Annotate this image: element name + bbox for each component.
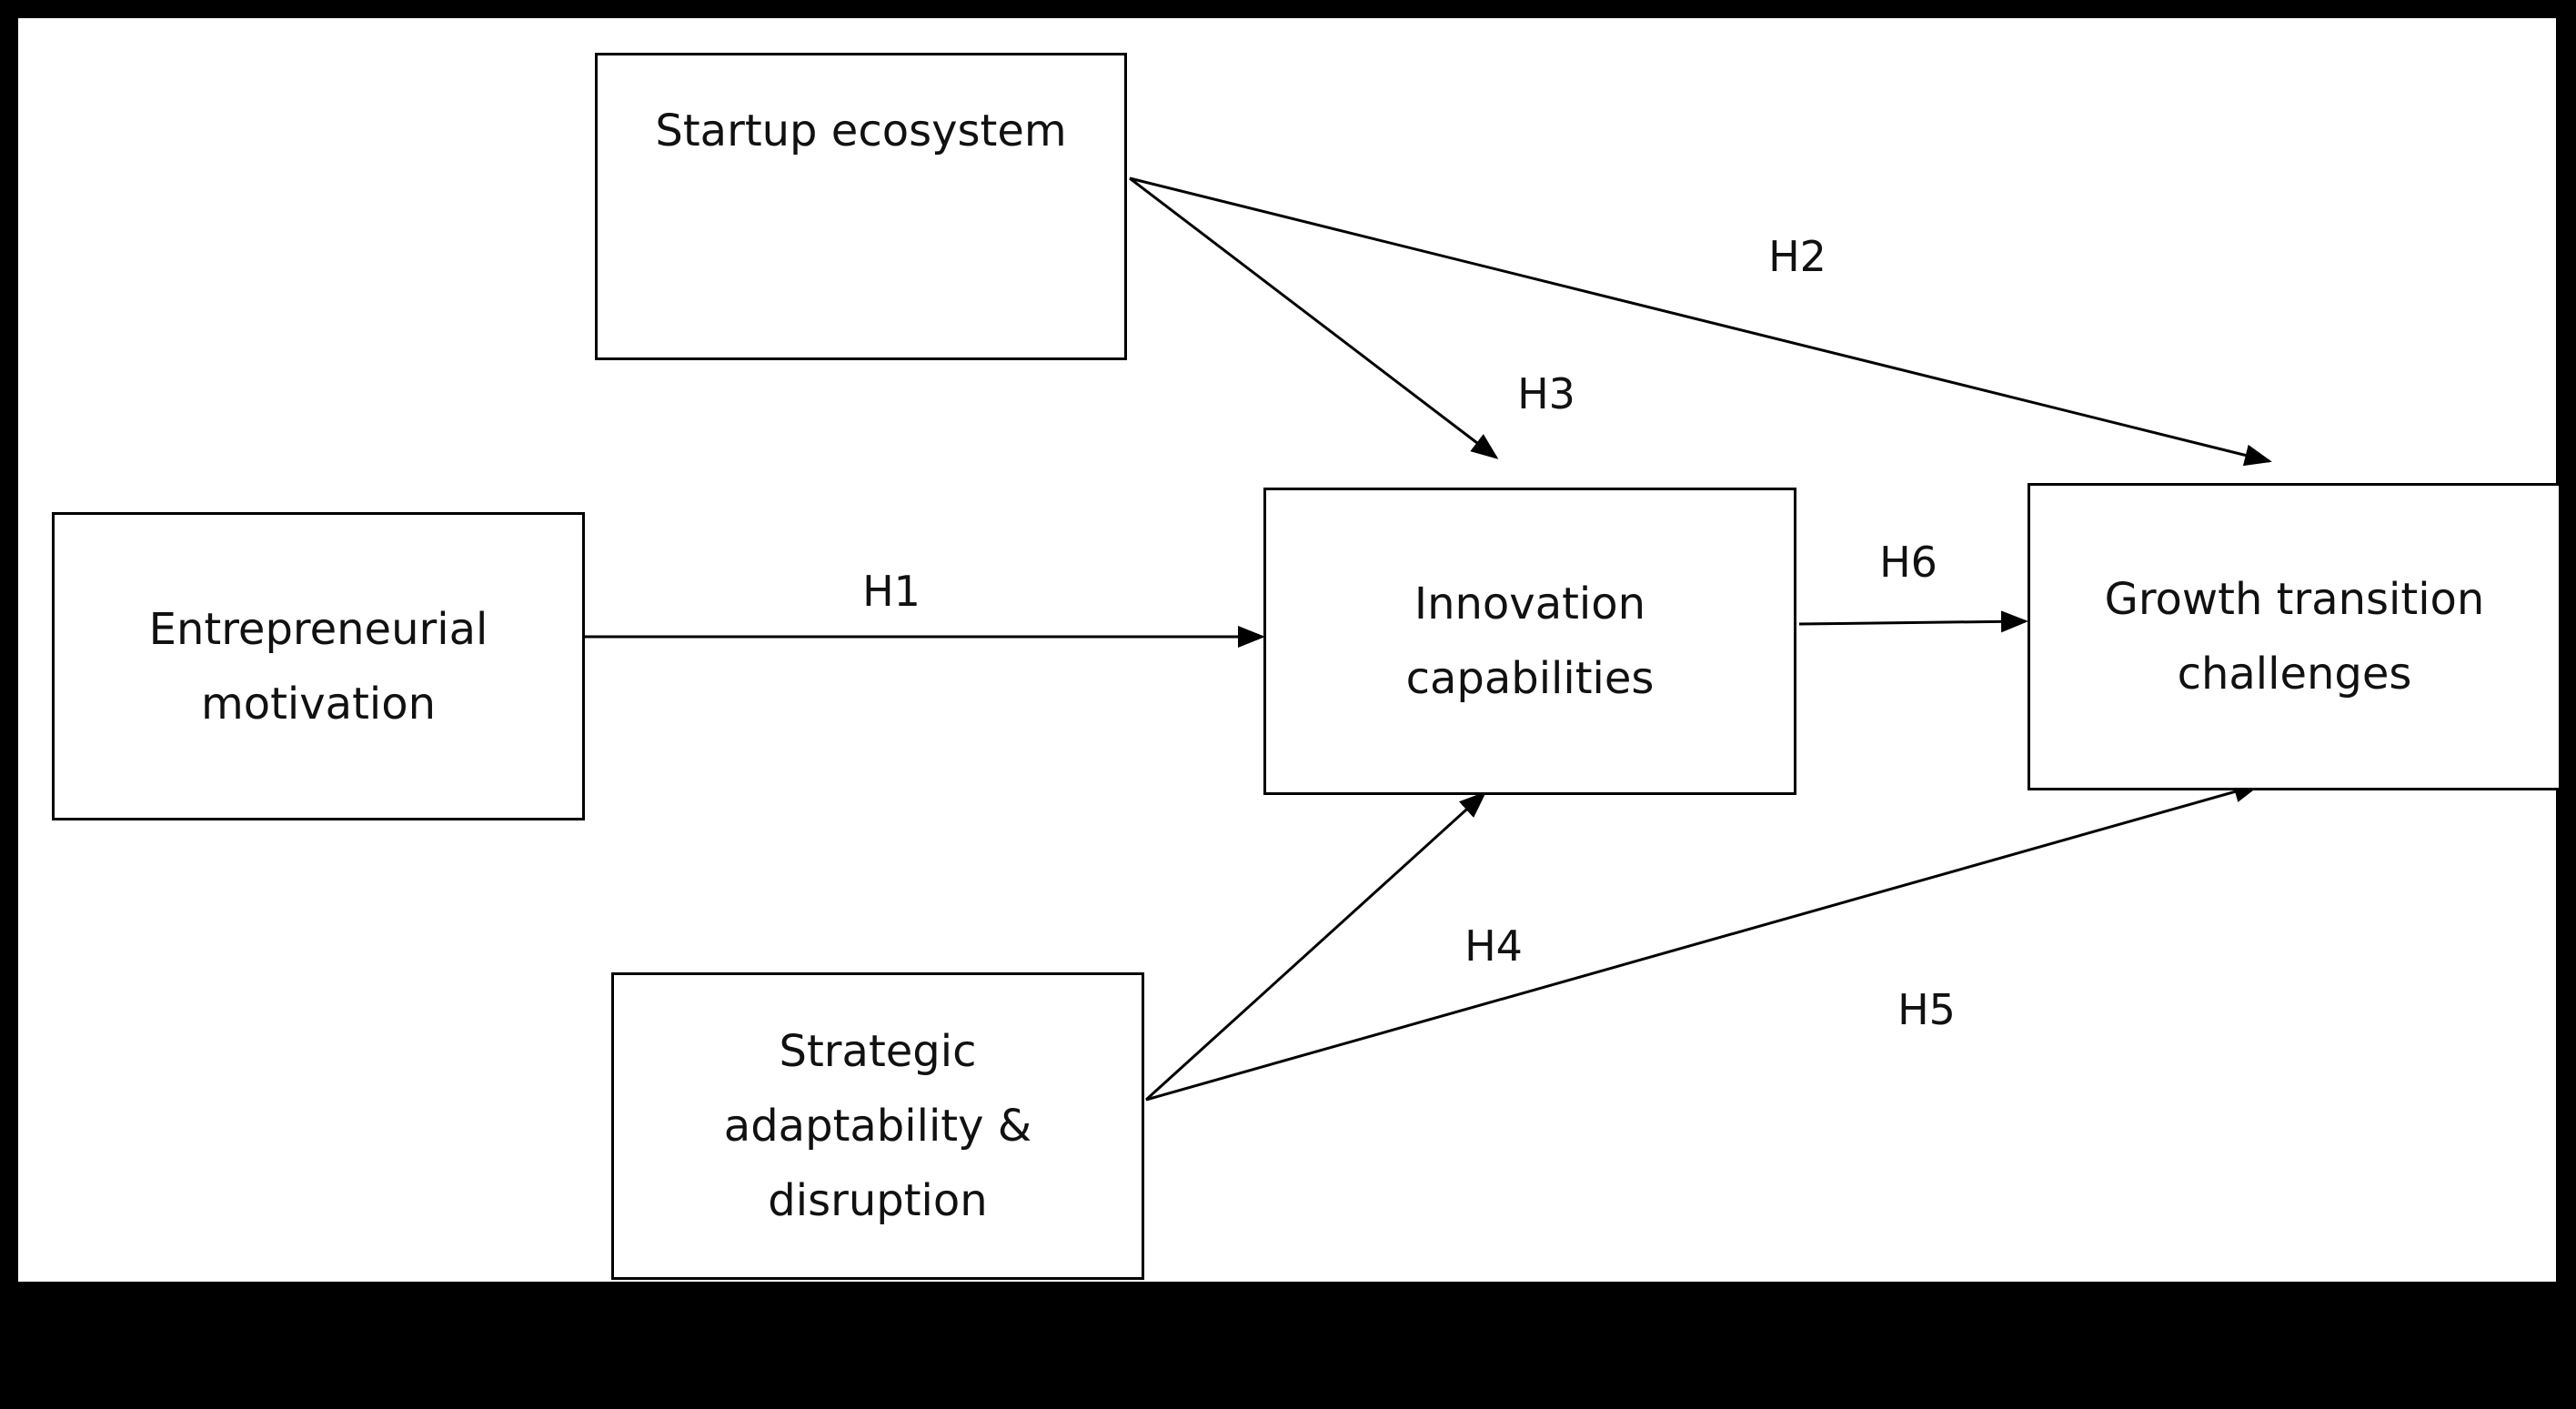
node-label: Entrepreneurial motivation (149, 592, 488, 741)
edge-label-h2: H2 (1768, 232, 1826, 281)
node-label: Growth transition challenges (2105, 562, 2485, 711)
edge-label-h1: H1 (862, 567, 921, 616)
edge-h3-arrow (1129, 176, 1499, 459)
edge-label-h5: H5 (1897, 985, 1956, 1034)
edge-h5-arrow (1145, 780, 2261, 1102)
node-label-line: capabilities (1405, 653, 1655, 704)
node-label-line: disruption (768, 1175, 988, 1226)
node-label: Innovation capabilities (1406, 567, 1655, 716)
node-innovation-capabilities: Innovation capabilities (1263, 488, 1796, 795)
node-startup-ecosystem: Startup ecosystem (595, 53, 1127, 360)
node-label-line: Growth transition (2104, 574, 2485, 625)
node-label-line: challenges (2177, 649, 2412, 699)
edge-label-h3: H3 (1517, 369, 1575, 418)
arrows-layer (585, 176, 2272, 1102)
edge-h4-arrow (1144, 790, 1487, 1102)
node-label-line: motivation (200, 678, 437, 730)
edge-label-h6: H6 (1879, 538, 1937, 587)
node-label-line: Entrepreneurial (148, 603, 488, 655)
node-label-line: Strategic (779, 1026, 977, 1077)
edge-h6-arrow (1798, 610, 2028, 633)
node-label-line: Innovation (1414, 579, 1646, 629)
edge-h2-arrow (1129, 176, 2272, 467)
node-label: Strategic adaptability & disruption (724, 1014, 1031, 1238)
node-growth-transition-challenges: Growth transition challenges (2028, 483, 2561, 790)
node-strategic-adaptability: Strategic adaptability & disruption (611, 972, 1144, 1280)
node-label-line: Startup ecosystem (655, 106, 1067, 156)
edge-label-h4: H4 (1464, 921, 1523, 971)
node-entrepreneurial-motivation: Entrepreneurial motivation (52, 512, 585, 820)
node-label-line: adaptability & (723, 1101, 1032, 1152)
diagram-canvas: Startup ecosystem Entrepreneurial motiva… (18, 18, 2561, 1282)
